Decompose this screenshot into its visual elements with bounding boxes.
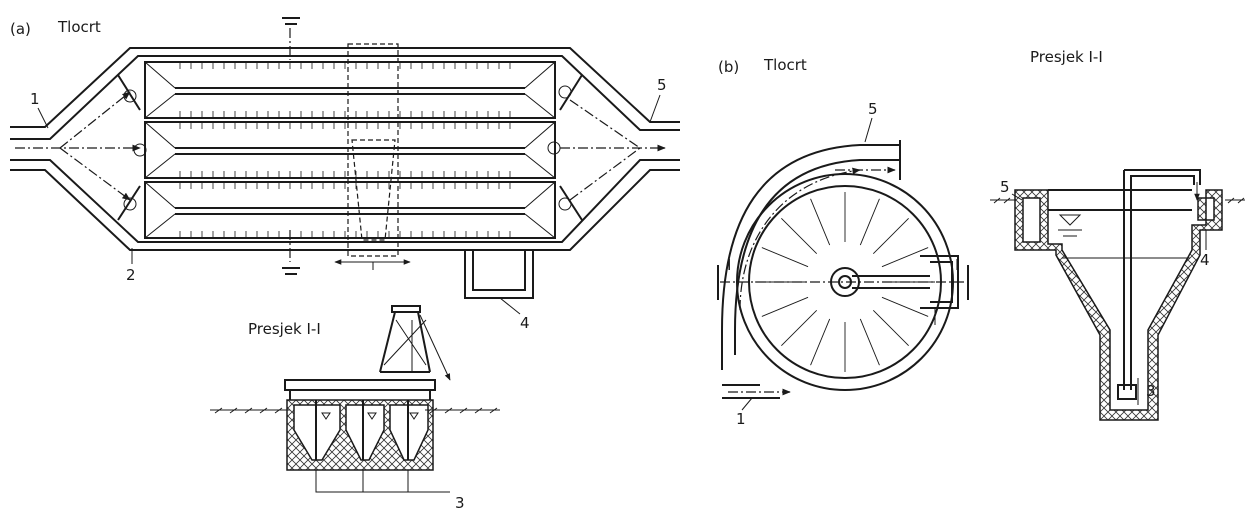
valve-icon: [133, 143, 147, 157]
scraper-spoke: [859, 198, 880, 246]
panel-b-title: Tlocrt: [763, 56, 807, 74]
valve-icon: [547, 141, 561, 155]
valve-icon: [123, 89, 137, 103]
panel-a-plan: (a) Tlocrt: [10, 17, 680, 332]
tank-outline-outer: [10, 47, 680, 251]
panel-a-letter: (a): [10, 20, 31, 38]
scraper-spokes: [755, 192, 935, 372]
label-3: 3: [1146, 382, 1156, 400]
basin-top: [144, 61, 556, 119]
rail-middle: [175, 147, 525, 155]
valve-icon: [558, 197, 572, 211]
scraper-spoke: [781, 218, 818, 255]
panel-a-section: Presjek I-I 3: [210, 305, 500, 512]
central-pipe: [1123, 170, 1132, 390]
label-5: 5: [868, 100, 878, 118]
sludge-box: [930, 261, 953, 303]
label-4: 4: [520, 314, 530, 332]
panel-b-letter: (b): [718, 58, 739, 76]
label-4: 4: [1200, 251, 1210, 269]
tank-body-hatched: [286, 399, 434, 471]
valve-icon: [123, 197, 137, 211]
basins: [144, 61, 556, 239]
panel-a-section-title: Presjek I-I: [248, 320, 321, 338]
label-1: 1: [30, 90, 40, 108]
scraper-spoke: [872, 309, 909, 346]
label-3: 3: [455, 494, 465, 512]
tank-outline-inner: [10, 55, 680, 243]
panel-a-title: Tlocrt: [57, 18, 101, 36]
scraper-spoke: [761, 296, 809, 317]
rail-bottom: [175, 207, 525, 215]
section-marker-left: I: [727, 256, 731, 274]
scraper-spoke: [761, 247, 809, 268]
section-marker-right: I: [955, 256, 959, 274]
scraper-spoke: [810, 198, 831, 246]
label-5: 5: [657, 76, 667, 94]
label-1: 1: [736, 410, 746, 428]
water-level-icon: [321, 412, 419, 420]
label-5: 5: [1000, 178, 1010, 196]
scraper-spoke: [881, 247, 929, 268]
basin-bottom: [144, 181, 556, 239]
scraper-spoke: [810, 318, 831, 366]
scraper-spoke: [781, 309, 818, 346]
rail-top: [175, 87, 525, 95]
basin-ticks: [179, 62, 511, 238]
scraper-spoke: [859, 318, 880, 366]
sludge-pump: [1117, 384, 1137, 400]
bridge-deck: [284, 379, 436, 391]
sludge-pit: [464, 250, 534, 299]
section-marker-bottom: [282, 267, 300, 275]
scraper-spoke: [881, 296, 929, 317]
basin-middle: [144, 121, 556, 179]
panel-b-section-title: Presjek I-I: [1030, 48, 1103, 66]
bridge-tower: [379, 305, 431, 373]
panel-b-section: Presjek I-I 5 4 3: [990, 48, 1245, 421]
label-2: 2: [126, 266, 136, 284]
scraper-spoke: [872, 218, 909, 255]
valve-icon: [558, 85, 572, 99]
traveling-bridge: [347, 43, 399, 257]
panel-b-plan: (b) Tlocrt I I 5 1: [717, 56, 970, 428]
tank-wall-hatched: [1014, 189, 1223, 421]
water-level-icon: [1058, 214, 1082, 237]
section-marker-top: [282, 17, 300, 25]
